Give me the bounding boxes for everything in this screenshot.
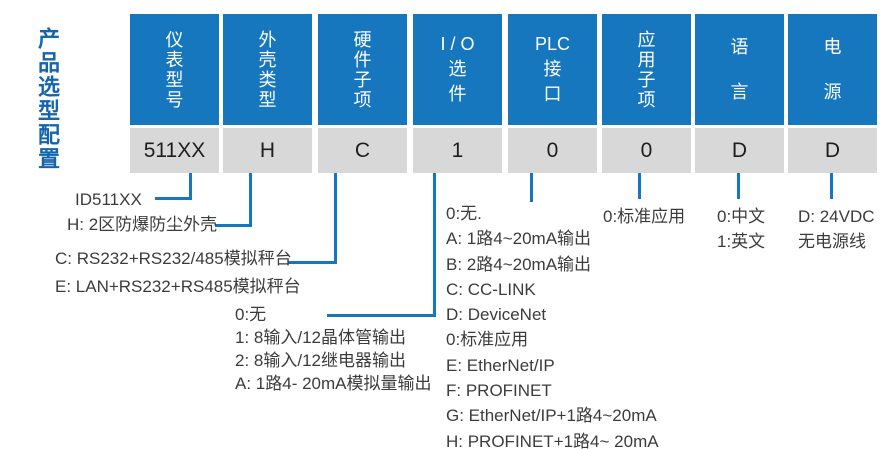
column-header-line: PLC [534,34,570,54]
annotation-plc: 0:无. A: 1路4~20mA输出 B: 2路4~20mA输出 C: CC-LINK… [446,201,659,449]
annotation-line: 1: 8输入/12晶体管输出 [235,328,406,347]
annotation-line: 0:无 [235,305,267,324]
connector-vertical-power [830,173,833,199]
annotation-line: A: 1路4- 20mA模拟量输出 [235,374,432,393]
column-header-line: 型 [165,69,184,90]
connector-horizontal-hardware [288,261,337,264]
connector-vertical-hardware [334,173,337,264]
column-header-line: 应 [637,29,656,50]
column-header-line: I / O [440,34,475,54]
column-header-line: 电 [823,36,842,57]
column-value-model: 511XX [130,128,219,173]
column-value-application: 0 [602,128,691,173]
column-header-plc: PLC 接口 [508,14,597,125]
annotation-line: B: 2路4~20mA输出 [446,254,592,274]
column-value-power: D [788,128,877,173]
column-header-line: 源 [823,81,842,102]
annotation-line: H: 2区防爆防尘外壳 [67,215,218,234]
column-header-line: 型 [258,89,277,110]
column-header-hardware: 硬件子项 [318,14,407,125]
connector-vertical-housing [249,173,252,227]
annotation-line: F: PROFINET [446,381,552,401]
connector-vertical-language [737,173,740,199]
column-header-io: I / O 选件 [413,14,502,125]
connector-vertical-application [638,173,641,199]
column-header-line: 表 [165,49,184,70]
annotation-line: C: RS232+RS232/485模拟秤台 [55,249,292,268]
column-header-language: 语言 [695,14,784,125]
column-value-plc: 0 [508,128,597,173]
column-value-housing: H [223,128,312,173]
connector-vertical-io [433,173,436,317]
column-value-language: D [695,128,784,173]
column-header-line: 外 [258,29,277,50]
annotation-line: E: LAN+RS232+RS485模拟秤台 [55,276,301,296]
annotation-model: ID511XX [75,190,142,210]
column-header-line: 言 [730,81,749,102]
column-header-line: 件 [353,49,372,70]
annotation-line: 2: 8输入/12继电器输出 [235,351,406,370]
column-header-line: 号 [165,89,184,110]
annotation-line: D: 24VDC [798,207,875,226]
annotation-hardware: C: RS232+RS232/485模拟秤台 E: LAN+RS232+RS485… [55,245,301,300]
page-title: 产品选型配置 [35,27,60,171]
column-value-io: 1 [413,128,502,173]
annotation-line: 0:标准应用 [446,330,529,350]
annotation-line: D: DeviceNet [446,305,547,325]
annotation-line: C: CC-LINK [446,279,536,299]
connector-horizontal-housing [215,224,252,227]
column-header-line: 子 [637,69,656,90]
annotation-line: ID511XX [75,190,142,209]
column-header-line: 接 [543,59,562,79]
column-header-line: 选 [448,59,467,79]
annotation-language: 0:中文 1:英文 [717,204,765,254]
connector-horizontal-io [327,314,436,317]
annotation-housing: H: 2区防爆防尘外壳 [67,215,217,235]
column-header-line: 类 [258,69,277,90]
column-header-line: 用 [637,49,656,70]
column-header-line: 硬 [353,29,372,50]
column-header-line: 项 [353,89,372,110]
annotation-line: 0:中文 [717,207,766,226]
column-header-model: 仪表型号 [130,14,219,125]
annotation-io: 0:无 1: 8输入/12晶体管输出 2: 8输入/12继电器输出 A: 1路4- 2… [235,303,432,395]
column-header-power: 电源 [788,14,877,125]
annotation-line: 无电源线 [798,232,866,251]
annotation-line: 1:英文 [717,232,766,251]
annotation-power: D: 24VDC 无电源线 [798,204,875,254]
column-header-line: 壳 [258,49,277,70]
annotation-line: G: EtherNet/IP+1路4~20mA [446,406,657,426]
annotation-line: H: PROFINET+1路4~ 20mA [446,431,659,449]
annotation-application: 0:标准应用 [603,204,685,229]
connector-vertical-plc [530,173,533,202]
column-header-line: 子 [353,69,372,90]
connector-horizontal-model [155,197,192,200]
annotation-line: E: EtherNet/IP [446,355,555,375]
column-header-line: 语 [730,36,749,57]
column-value-hardware: C [318,128,407,173]
annotation-line: 0:标准应用 [603,207,686,226]
column-header-line: 项 [637,89,656,110]
column-header-housing: 外壳类型 [223,14,312,125]
column-header-line: 件 [448,84,467,104]
column-header-line: 仪 [165,29,184,50]
annotation-line: 0:无. [446,204,482,223]
annotation-line: A: 1路4~20mA输出 [446,229,592,249]
column-header-line: 口 [543,84,562,104]
connector-vertical-model [189,173,192,200]
column-header-application: 应用子项 [602,14,691,125]
